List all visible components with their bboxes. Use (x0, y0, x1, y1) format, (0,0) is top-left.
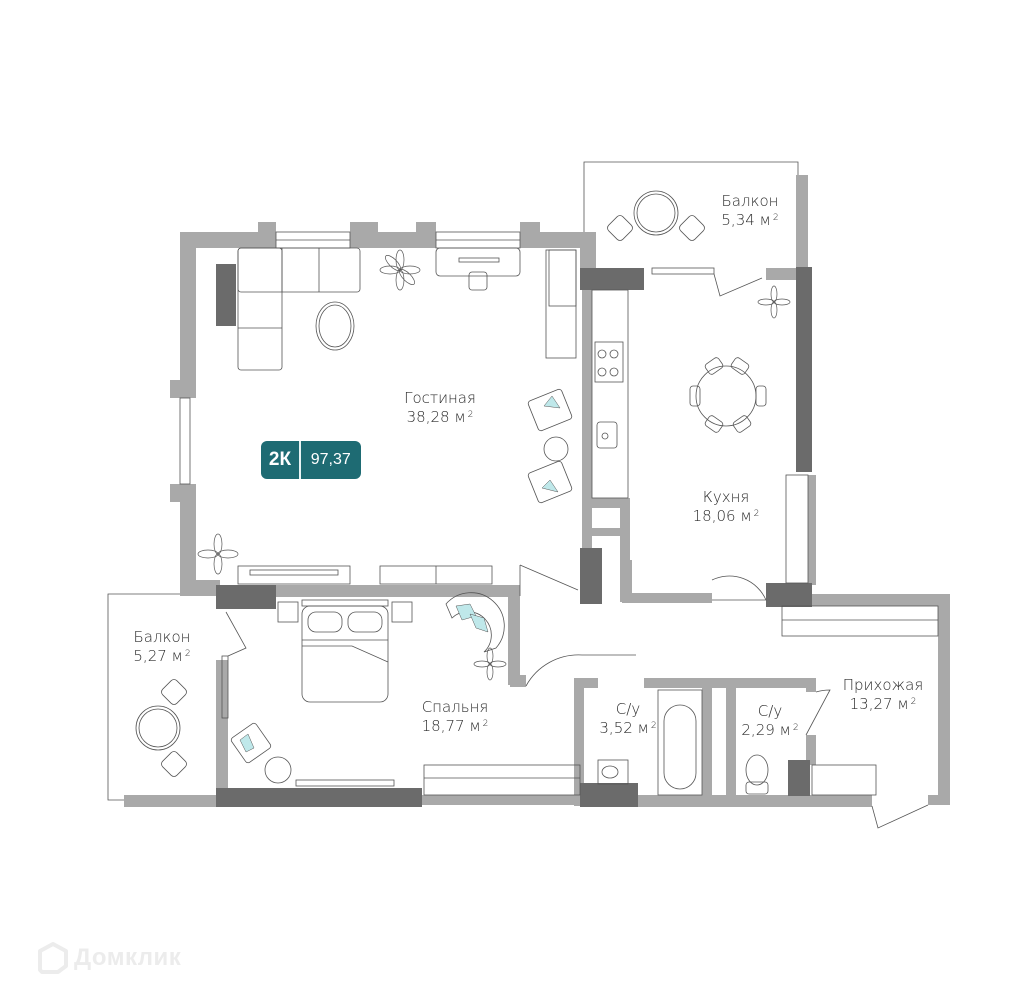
room-name: С/у (757, 702, 783, 720)
room-name: Балкон (133, 628, 191, 646)
plants (197, 249, 791, 681)
room-name: Спальня (421, 698, 489, 716)
accent-textiles (239, 395, 561, 753)
domclick-watermark: Домклик (38, 942, 181, 974)
room-name: Балкон (721, 192, 779, 210)
room-count: 2К (268, 449, 292, 470)
apartment-type-badge: 2К 97,37 (261, 441, 361, 479)
domclick-house-icon (38, 942, 68, 974)
room-name: Прихожая (842, 676, 924, 694)
badge-divider (299, 441, 301, 479)
outer-walls (124, 175, 950, 807)
load-bearing-walls (216, 264, 812, 807)
furniture-outlines (107, 161, 939, 829)
total-area: 97,37 (310, 451, 351, 468)
watermark-text: Домклик (74, 944, 182, 971)
room-name: Кухня (702, 488, 750, 506)
room-name: Гостиная (404, 389, 476, 407)
room-name: С/у (615, 700, 641, 718)
